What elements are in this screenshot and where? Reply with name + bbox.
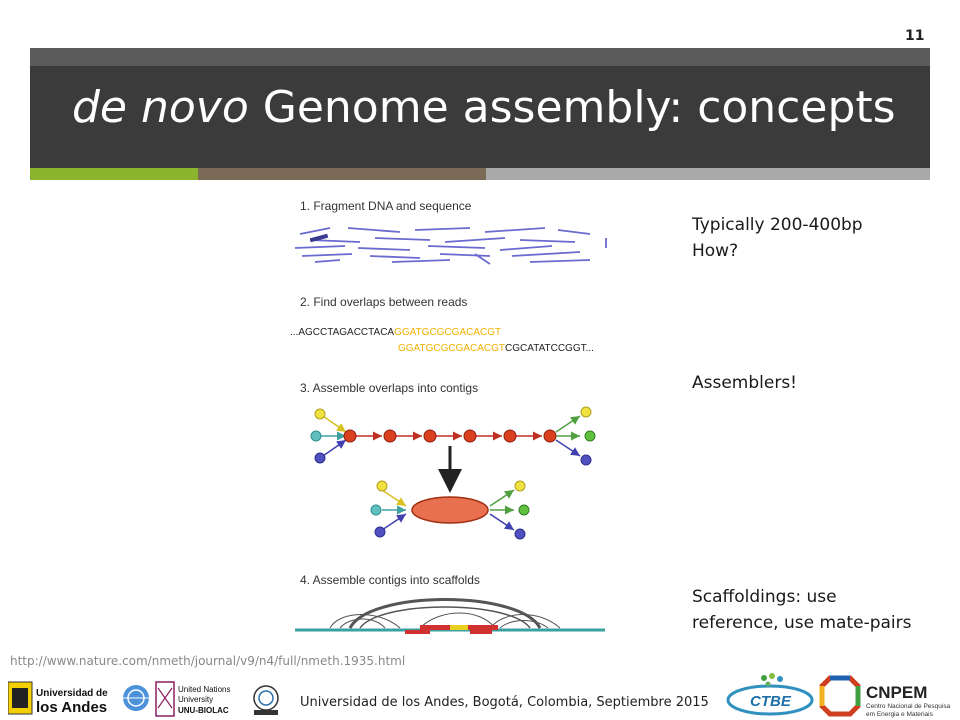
svg-text:los Andes: los Andes	[36, 699, 107, 716]
note-read-length: Typically 200-400bp How?	[692, 212, 922, 264]
title-bar	[30, 66, 930, 168]
title-italic: de novo	[72, 82, 249, 133]
note-how: How?	[692, 241, 739, 261]
slide-title: de novo Genome assembly: concepts	[72, 82, 896, 133]
footer-logos-left: Universidad de los Andes United Nations …	[8, 681, 279, 717]
svg-text:em Energia e Materiais: em Energia e Materiais	[866, 711, 934, 718]
svg-text:Centro Nacional de Pesquisa: Centro Nacional de Pesquisa	[866, 703, 951, 710]
title-top-band	[30, 48, 930, 66]
assembly-diagram: 1. Fragment DNA and sequence 2. Find ove…	[290, 199, 607, 634]
accent-bar-brown	[198, 168, 486, 180]
note-scaffoldings: Scaffoldings: use reference, use mate-pa…	[692, 587, 912, 633]
step1-label: 1. Fragment DNA and sequence	[300, 199, 472, 213]
sequence-reads	[294, 227, 607, 265]
overlap-seq-1: ...AGCCTAGACCTACAGGATGCGCGACACGT	[290, 327, 501, 338]
cnpem-logo: CNPEM Centro Nacional de Pesquisa em Ene…	[819, 675, 951, 718]
slide-number: 11	[905, 28, 925, 44]
svg-text:CTBE: CTBE	[750, 693, 792, 710]
accent-bar-grey	[486, 168, 930, 180]
uniandes-logo: Universidad de los Andes	[8, 681, 108, 716]
svg-text:UNU-BIOLAC: UNU-BIOLAC	[178, 706, 229, 715]
contig-collapsed	[370, 480, 530, 540]
step3-label: 3. Assemble overlaps into contigs	[300, 381, 478, 395]
title-rest: Genome assembly: concepts	[248, 82, 896, 133]
note-typical: Typically 200-400bp	[692, 215, 863, 235]
note-assemblers: Assemblers!	[692, 373, 797, 393]
contig-ellipse	[411, 496, 489, 524]
svg-text:Universidad de: Universidad de	[36, 688, 108, 699]
footer-affiliation: Universidad de los Andes, Bogotá, Colomb…	[300, 695, 709, 710]
step4-label: 4. Assemble contigs into scaffolds	[300, 573, 480, 587]
un-logo	[123, 685, 149, 711]
overlap-seq-2: GGATGCGCGACACGTCGCATATCCGGT...	[398, 343, 594, 354]
bios-logo	[253, 685, 279, 715]
step2-label: 2. Find overlaps between reads	[300, 295, 467, 309]
scaffold	[295, 598, 605, 634]
svg-text:University: University	[178, 695, 213, 704]
svg-text:CNPEM: CNPEM	[866, 683, 927, 702]
ctbe-logo: CTBE	[726, 673, 814, 716]
accent-bar-green	[30, 168, 198, 180]
unu-biolac-logo: United Nations University UNU-BIOLAC	[155, 681, 230, 717]
svg-text:United Nations: United Nations	[178, 685, 230, 694]
contig-graph	[310, 406, 596, 466]
footer-logos-right: CTBE CNPEM Centro Nacional de Pesquisa e…	[726, 673, 951, 718]
reference-link[interactable]: http://www.nature.com/nmeth/journal/v9/n…	[10, 654, 406, 668]
